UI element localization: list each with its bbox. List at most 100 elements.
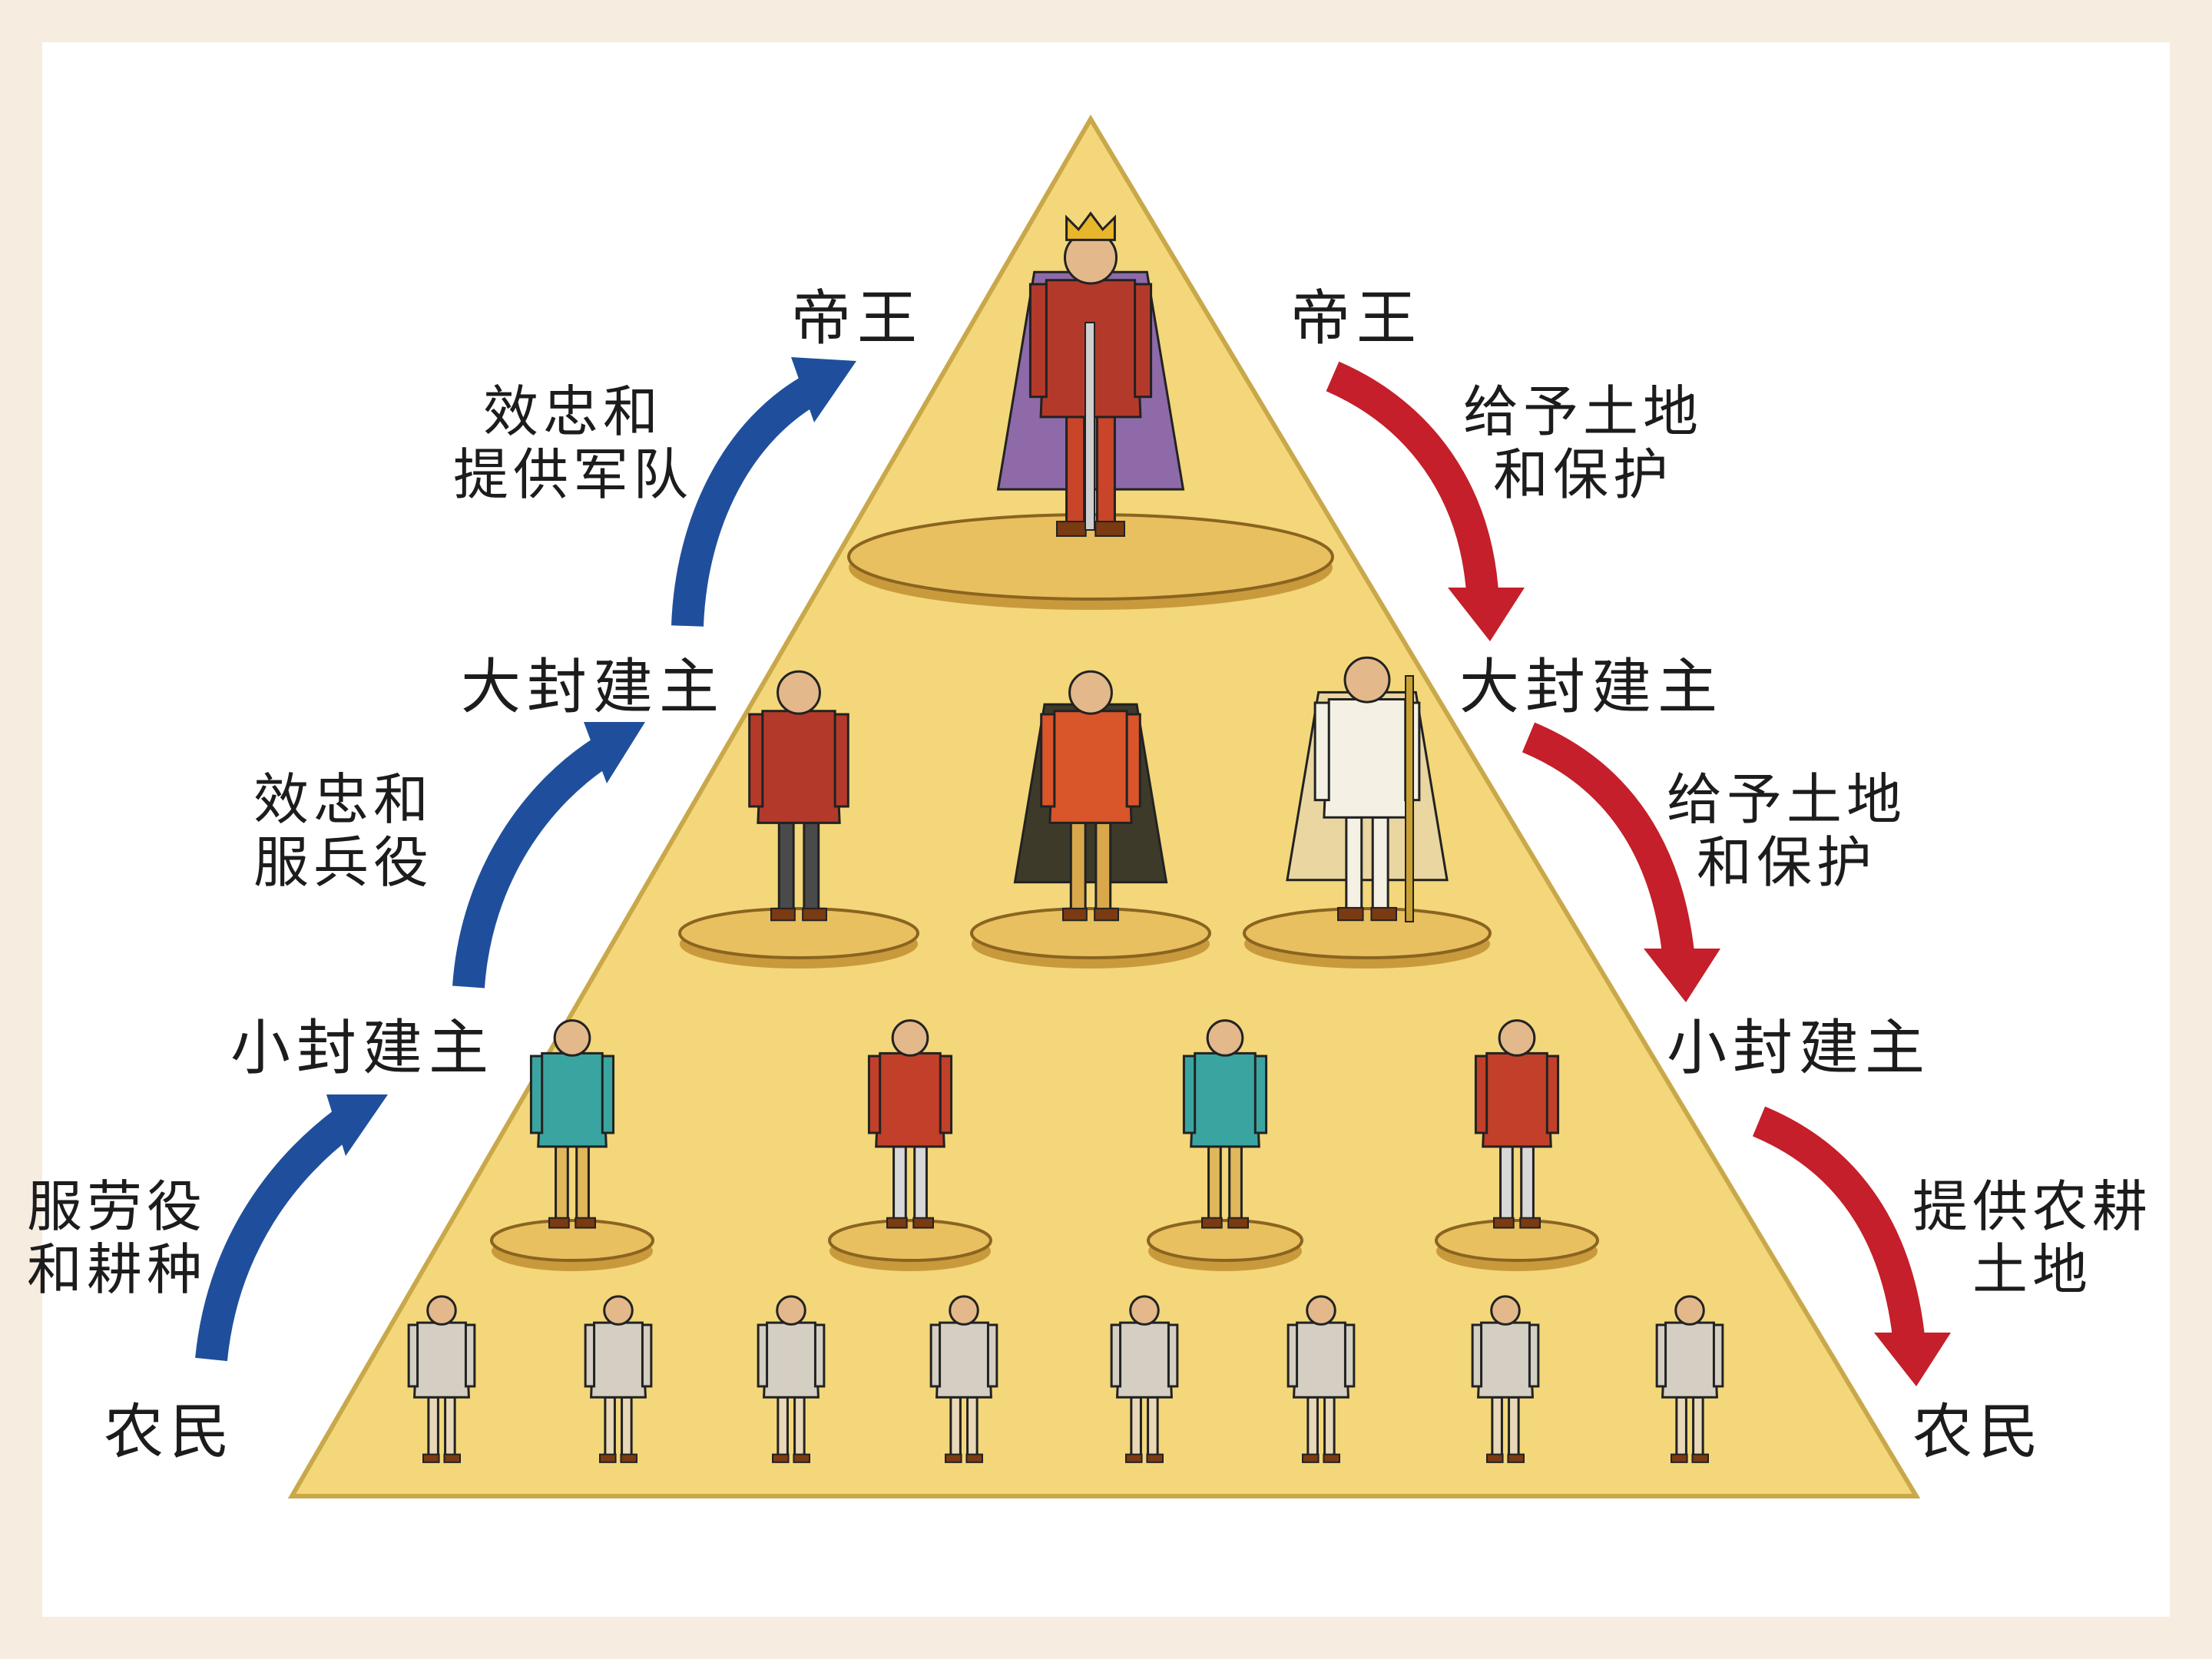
shoe-left <box>1302 1453 1320 1463</box>
shoe-left <box>945 1453 962 1463</box>
right-rank-peasant: 农民 <box>1912 1398 2045 1467</box>
leg-right <box>1692 1396 1704 1458</box>
left-duty-3-line1: 服劳役 <box>27 1174 207 1239</box>
right-grant-1-line1: 给予土地 <box>1463 379 1704 444</box>
arm-right <box>1545 1055 1560 1134</box>
head <box>1129 1295 1160 1326</box>
leg-left <box>427 1396 439 1458</box>
lesser-knight-figure <box>1474 1019 1560 1229</box>
head <box>891 1019 929 1057</box>
arm-right <box>464 1323 476 1388</box>
tunic <box>757 710 841 824</box>
shoe-left <box>772 1453 790 1463</box>
noble-figure <box>1013 670 1168 922</box>
leg-right <box>575 1145 590 1222</box>
tunic <box>1661 1321 1718 1399</box>
right-grant-1: 给予土地 和保护 <box>1463 380 1703 506</box>
shoe-right <box>1323 1453 1341 1463</box>
arm-left <box>867 1055 882 1134</box>
arrow-down-3 <box>1752 1106 1951 1386</box>
tunic <box>763 1321 820 1399</box>
peasant-figure <box>1655 1295 1724 1463</box>
shoe-right <box>1094 907 1119 922</box>
arm-left <box>757 1323 769 1388</box>
arrow-up-1-head <box>326 1094 388 1156</box>
right-rank-emperor: 帝王 <box>1290 284 1423 353</box>
head <box>776 1295 806 1326</box>
shoe-right <box>1094 521 1126 537</box>
platforms <box>490 513 1599 1271</box>
tunic <box>1048 710 1133 824</box>
arm-left <box>929 1323 942 1388</box>
shoe-left <box>770 907 796 922</box>
tunic <box>1323 697 1412 819</box>
shoe-left <box>1493 1217 1515 1229</box>
lesser-lord-figure <box>529 1019 615 1229</box>
left-rank-lesser-lord: 小封建主 <box>230 1014 495 1083</box>
shoe-right <box>1519 1217 1541 1229</box>
left-duty-1: 效忠和 提供军队 <box>453 380 693 506</box>
leg-left <box>777 1396 789 1458</box>
arrow-up-2-shaft <box>452 735 616 988</box>
shoe-left <box>886 1217 908 1229</box>
arm-left <box>1655 1323 1667 1388</box>
leg-right <box>1323 1396 1336 1458</box>
left-rank-peasant: 农民 <box>104 1398 237 1467</box>
leg-right <box>1508 1396 1520 1458</box>
head <box>426 1295 457 1326</box>
leg-left <box>1069 821 1087 913</box>
shoe-left <box>1486 1453 1504 1463</box>
arm-left <box>1286 1323 1299 1388</box>
shoe-right <box>1146 1453 1164 1463</box>
head <box>603 1295 634 1326</box>
arm-right <box>1528 1323 1540 1388</box>
right-grant-2: 给予土地 和保护 <box>1667 768 1906 894</box>
leg-right <box>793 1396 806 1458</box>
peasant-figure <box>1286 1295 1356 1463</box>
platform <box>1243 907 1492 959</box>
left-duty-2-line2: 服兵役 <box>253 830 434 895</box>
arrow-down-1-head <box>1448 588 1525 641</box>
leg-right <box>621 1396 633 1458</box>
arm-left <box>1028 283 1048 399</box>
shoe-left <box>1337 906 1364 922</box>
shoe-left <box>1062 907 1088 922</box>
leg-left <box>777 821 795 913</box>
shoe-right <box>912 1217 935 1229</box>
head <box>777 670 821 715</box>
head <box>1498 1019 1536 1057</box>
leg-left <box>1499 1145 1514 1222</box>
arrow-up-3 <box>671 357 856 627</box>
bishop-figure <box>1286 656 1449 922</box>
tunic <box>1190 1051 1260 1148</box>
arm-left <box>407 1323 419 1388</box>
crown-icon <box>1065 211 1116 241</box>
leg-right <box>1228 1145 1243 1222</box>
right-grant-2-line1: 给予土地 <box>1667 767 1907 832</box>
leg-left <box>1130 1396 1142 1458</box>
shoe-left <box>1125 1453 1143 1463</box>
tunic <box>1477 1321 1534 1399</box>
shoe-right <box>965 1453 984 1463</box>
crozier-icon <box>1405 675 1414 922</box>
arm-left <box>1474 1055 1488 1134</box>
tunic <box>875 1051 945 1148</box>
platform <box>1435 1219 1599 1262</box>
shoe-left <box>548 1217 570 1229</box>
leg-left <box>1675 1396 1687 1458</box>
peasant-figure <box>757 1295 826 1463</box>
peasant-figure <box>1110 1295 1179 1463</box>
shoe-right <box>1370 906 1398 922</box>
leg-right <box>1147 1396 1159 1458</box>
leg-left <box>1306 1396 1319 1458</box>
platform <box>970 907 1211 959</box>
lesser-lord-figure <box>1182 1019 1268 1229</box>
tunic <box>590 1321 647 1399</box>
platform <box>490 1219 654 1262</box>
leg-left <box>1345 816 1363 912</box>
sword-icon <box>1084 322 1095 531</box>
peasant-figure <box>584 1295 653 1463</box>
tunic <box>413 1321 470 1399</box>
shoe-right <box>793 1453 811 1463</box>
